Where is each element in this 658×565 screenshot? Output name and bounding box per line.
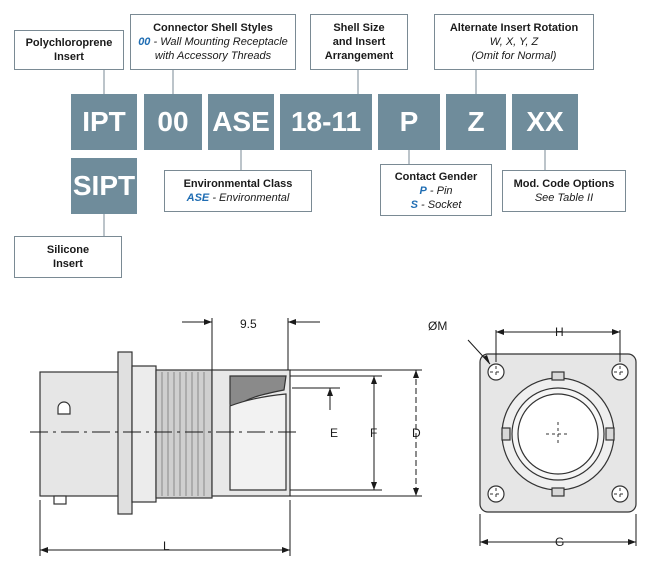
label-alternate-insert-rotation: Alternate Insert Rotation W, X, Y, Z (Om…: [434, 14, 594, 70]
code-18-11: 18-11: [280, 94, 372, 150]
label-line: Shell Size: [333, 22, 385, 34]
label-line: P - Pin: [381, 184, 491, 198]
code-text: 00: [138, 36, 151, 48]
label-title: Alternate Insert Rotation: [449, 22, 579, 34]
label-title: Contact Gender: [394, 171, 478, 183]
label-polychloroprene-insert: Polychloroprene Insert: [14, 30, 124, 70]
dim-e: E: [330, 426, 338, 440]
dim-g: G: [555, 535, 564, 549]
connector-lines: [103, 70, 546, 236]
label-connector-shell-styles: Connector Shell Styles 00 - Wall Mountin…: [130, 14, 296, 70]
dim-l: L: [163, 539, 170, 553]
label-environmental-class: Environmental Class ASE - Environmental: [164, 170, 312, 212]
label-line: Polychloroprene: [25, 37, 113, 49]
front-arrowheads: [480, 329, 636, 545]
label-line: Silicone: [46, 244, 90, 256]
label-text: - Environmental: [209, 192, 290, 204]
label-line: ASE - Environmental: [165, 191, 311, 205]
label-shell-size: Shell Size and Insert Arrangement: [310, 14, 408, 70]
dim-f: F: [370, 426, 377, 440]
code-sipt: SIPT: [71, 158, 137, 214]
label-text: - Socket: [417, 199, 462, 211]
side-dimension-lines: [39, 318, 422, 556]
front-view: [479, 353, 637, 513]
label-line: S - Socket: [381, 198, 491, 212]
code-text: S: [410, 199, 418, 211]
side-view: [39, 351, 291, 515]
label-title: Mod. Code Options: [513, 178, 615, 190]
dim-d: D: [412, 426, 421, 440]
label-line: (Omit for Normal): [471, 50, 557, 62]
label-line: W, X, Y, Z: [489, 36, 539, 48]
dim-9-5: 9.5: [240, 317, 257, 331]
label-text: - Pin: [426, 185, 453, 197]
code-xx: XX: [512, 94, 578, 150]
label-silicone-insert: Silicone Insert: [14, 236, 122, 278]
label-line: with Accessory Threads: [154, 50, 272, 62]
label-mod-code-options: Mod. Code Options See Table II: [502, 170, 626, 212]
label-line: Insert: [54, 51, 84, 63]
dim-om: ØM: [428, 319, 447, 333]
label-line: 00 - Wall Mounting Receptacle: [131, 35, 295, 49]
code-text: P: [419, 185, 427, 197]
code-z: Z: [446, 94, 506, 150]
code-ipt: IPT: [71, 94, 137, 150]
code-text: ASE: [186, 192, 210, 204]
label-text: - Wall Mounting Receptacle: [150, 36, 288, 48]
dim-h: H: [555, 325, 564, 339]
side-arrowheads: [40, 319, 419, 553]
code-ase: ASE: [208, 94, 274, 150]
label-contact-gender: Contact Gender P - Pin S - Socket: [380, 164, 492, 216]
code-00: 00: [144, 94, 202, 150]
label-title: Environmental Class: [183, 178, 293, 190]
front-hole-crosshairs: [490, 366, 626, 500]
label-line: Insert: [53, 258, 83, 270]
label-line: Arrangement: [324, 50, 394, 62]
label-line: See Table II: [534, 192, 594, 204]
label-line: and Insert: [332, 36, 386, 48]
label-title: Connector Shell Styles: [153, 22, 273, 34]
code-p: P: [378, 94, 440, 150]
